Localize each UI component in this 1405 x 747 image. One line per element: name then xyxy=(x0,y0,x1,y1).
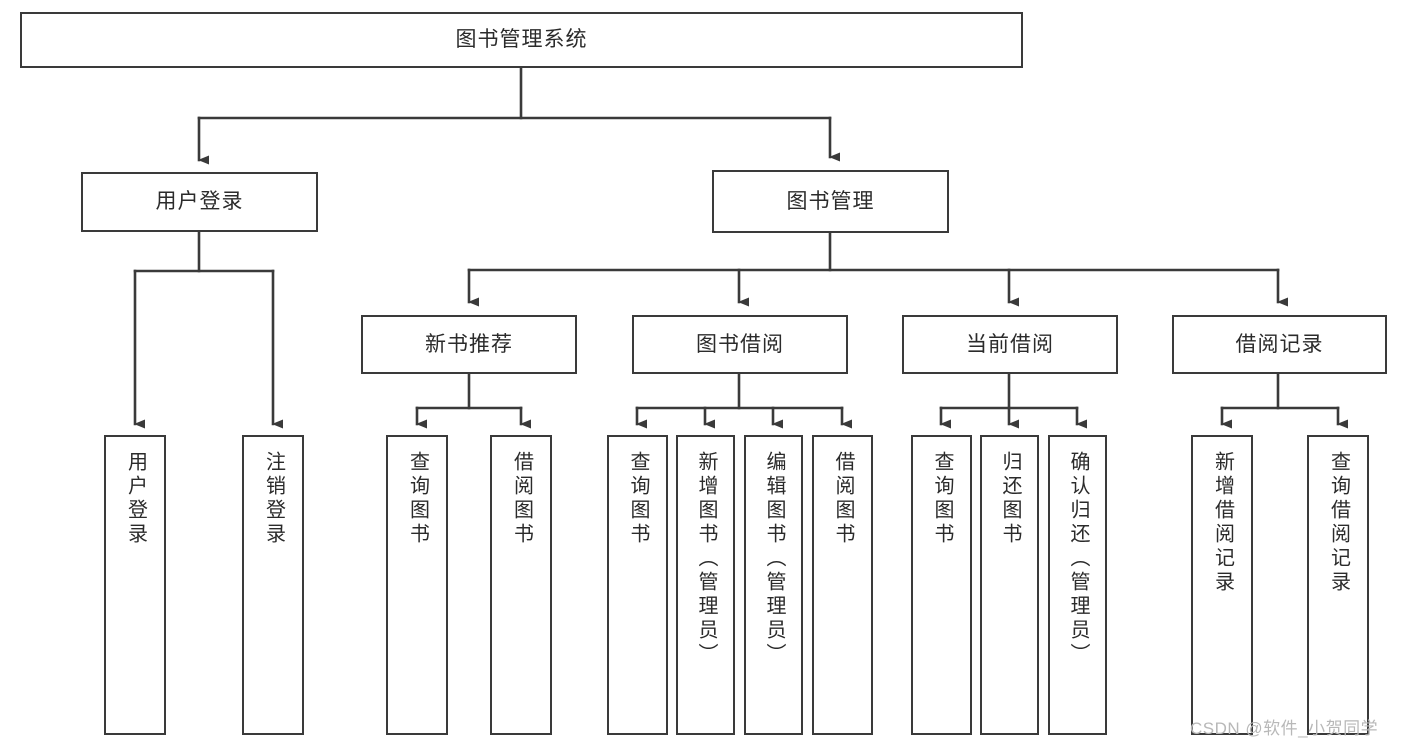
node-label: 图书管理 xyxy=(786,189,875,213)
node-leaf-logout[interactable]: 注销登录 xyxy=(242,435,304,735)
node-label: 借阅记录 xyxy=(1235,332,1324,356)
node-current-borrow[interactable]: 当前借阅 xyxy=(902,315,1118,374)
node-leaf-confirm-return-admin[interactable]: 确认归还（管理员） xyxy=(1048,435,1107,735)
node-label: 编辑图书（管理员） xyxy=(763,451,785,667)
node-label: 当前借阅 xyxy=(966,332,1054,356)
node-leaf-add-book-admin[interactable]: 新增图书（管理员） xyxy=(676,435,735,735)
node-leaf-add-borrow-record[interactable]: 新增借阅记录 xyxy=(1191,435,1253,735)
watermark-text: CSDN @软件_小贺同学 xyxy=(1190,719,1379,738)
node-leaf-borrow-book-recommend[interactable]: 借阅图书 xyxy=(490,435,552,735)
node-label: 新增图书（管理员） xyxy=(695,451,717,667)
node-leaf-query-borrow-record[interactable]: 查询借阅记录 xyxy=(1307,435,1369,735)
node-root-book-management-system[interactable]: 图书管理系统 xyxy=(20,12,1023,68)
node-label: 注销登录 xyxy=(262,451,285,547)
node-user-login[interactable]: 用户登录 xyxy=(81,172,318,232)
node-label: 用户登录 xyxy=(155,190,244,214)
node-label: 查询图书 xyxy=(931,451,953,547)
node-book-borrow[interactable]: 图书借阅 xyxy=(632,315,848,374)
node-label: 借阅图书 xyxy=(832,451,854,547)
node-label: 图书借阅 xyxy=(696,332,784,356)
node-leaf-query-book-current[interactable]: 查询图书 xyxy=(911,435,972,735)
node-label: 查询图书 xyxy=(627,451,649,547)
node-label: 查询借阅记录 xyxy=(1327,451,1350,595)
node-label: 新增借阅记录 xyxy=(1211,451,1234,595)
node-book-management[interactable]: 图书管理 xyxy=(712,170,949,233)
node-label: 查询图书 xyxy=(406,451,429,547)
node-label: 用户登录 xyxy=(124,451,147,547)
node-label: 图书管理系统 xyxy=(455,28,588,52)
node-borrow-record[interactable]: 借阅记录 xyxy=(1172,315,1387,374)
node-label: 借阅图书 xyxy=(510,451,533,547)
node-label: 归还图书 xyxy=(999,451,1021,547)
node-leaf-borrow-book[interactable]: 借阅图书 xyxy=(812,435,873,735)
node-label: 新书推荐 xyxy=(425,332,513,356)
node-leaf-user-login[interactable]: 用户登录 xyxy=(104,435,166,735)
node-label: 确认归还（管理员） xyxy=(1067,451,1089,667)
node-leaf-query-book-recommend[interactable]: 查询图书 xyxy=(386,435,448,735)
node-new-book-recommend[interactable]: 新书推荐 xyxy=(361,315,577,374)
node-leaf-edit-book-admin[interactable]: 编辑图书（管理员） xyxy=(744,435,803,735)
node-leaf-return-book[interactable]: 归还图书 xyxy=(980,435,1039,735)
node-leaf-query-book-borrow[interactable]: 查询图书 xyxy=(607,435,668,735)
